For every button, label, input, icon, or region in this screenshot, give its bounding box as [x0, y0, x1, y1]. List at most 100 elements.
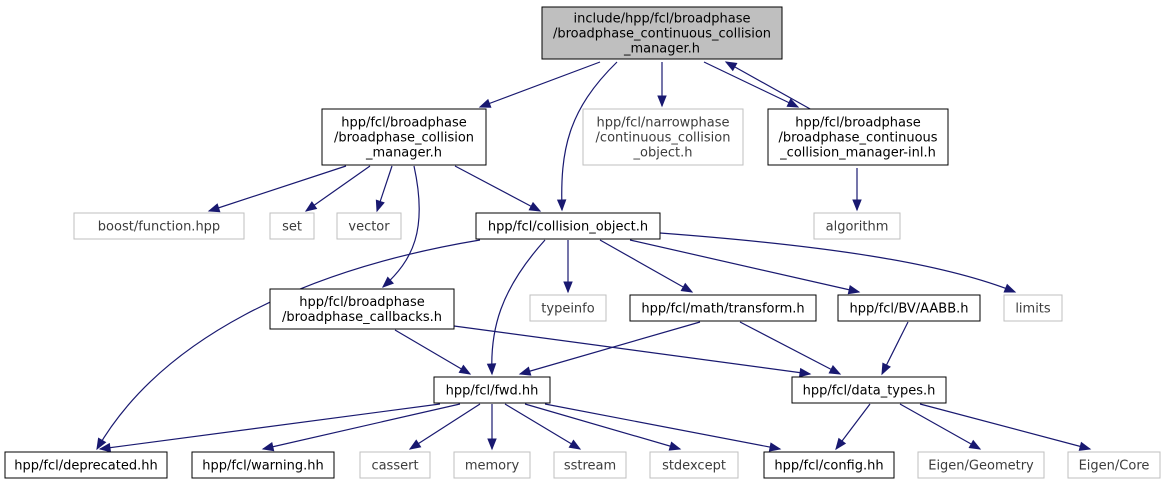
- node-box: [791, 376, 947, 404]
- node-warn[interactable]: hpp/fcl/warning.hh: [191, 451, 335, 479]
- node-label-line: hpp/fcl/fwd.hh: [446, 384, 539, 399]
- edge-line: [599, 239, 693, 293]
- edge-line: [899, 403, 981, 450]
- edge-arrowhead: [798, 367, 812, 378]
- node-label-line: hpp/fcl/broadphase: [341, 116, 467, 131]
- edge-arrowhead: [835, 437, 847, 451]
- edge-arrowhead: [724, 61, 738, 72]
- node-box: [73, 212, 245, 240]
- node-root[interactable]: include/hpp/fcl/broadphase/broadphase_co…: [541, 6, 783, 60]
- node-box: [191, 451, 335, 479]
- edge-arrowhead: [828, 364, 842, 375]
- edge-bccmi-algo: [852, 168, 862, 212]
- node-memory: memory: [453, 451, 531, 479]
- edge-co-mtr: [599, 239, 694, 293]
- node-label-line: hpp/fcl/config.hh: [774, 459, 883, 474]
- node-box: [553, 451, 627, 479]
- edge-root-co: [556, 61, 618, 212]
- edge-line: [919, 403, 1091, 450]
- node-label-line: sstream: [564, 459, 616, 474]
- edge-line: [519, 321, 701, 375]
- node-typeinfo: typeinfo: [529, 294, 607, 322]
- edge-arrowhead: [852, 199, 862, 212]
- node-fwd[interactable]: hpp/fcl/fwd.hh: [433, 376, 551, 404]
- node-stdexcept: stdexcept: [649, 451, 739, 479]
- node-label-line: set: [282, 220, 302, 235]
- edge-arrowhead: [657, 95, 667, 108]
- node-eigeo: Eigen/Geometry: [917, 451, 1045, 479]
- node-box: [763, 451, 895, 479]
- node-label-line: memory: [465, 459, 520, 474]
- node-box: [529, 294, 607, 322]
- edge-fwd-sstream: [504, 403, 582, 450]
- edge-line: [544, 403, 781, 450]
- edge-co-limits: [659, 232, 1017, 293]
- node-box: [649, 451, 739, 479]
- edge-fwd-stdexcept: [524, 403, 682, 451]
- edge-co-typeinfo: [563, 240, 573, 294]
- edge-arrowhead: [458, 364, 472, 375]
- node-bcm[interactable]: hpp/fcl/broadphase/broadphase_collision_…: [321, 108, 487, 166]
- edge-root-bcm: [478, 61, 601, 108]
- node-box: [359, 451, 431, 479]
- node-label-line: /continuous_collision: [596, 131, 731, 146]
- node-box: [541, 6, 783, 60]
- node-box: [433, 376, 551, 404]
- node-label-line: /broadphase_continuous: [778, 131, 937, 146]
- edge-arrowhead: [881, 362, 891, 376]
- node-label-line: limits: [1015, 302, 1051, 317]
- node-label-line: hpp/fcl/data_types.h: [803, 384, 936, 399]
- edge-bcm-bcb: [381, 165, 420, 288]
- node-label-line: stdexcept: [662, 459, 726, 474]
- node-co[interactable]: hpp/fcl/collision_object.h: [475, 212, 661, 240]
- node-label-line: typeinfo: [541, 302, 594, 317]
- node-config[interactable]: hpp/fcl/config.hh: [763, 451, 895, 479]
- node-label-line: hpp/fcl/broadphase: [795, 116, 921, 131]
- edge-arrowhead: [563, 281, 573, 294]
- edge-line: [703, 61, 799, 108]
- node-label-line: hpp/fcl/warning.hh: [202, 459, 324, 474]
- node-box: [629, 294, 817, 322]
- edge-mtr-dt: [739, 321, 842, 375]
- node-label-line: Eigen/Core: [1079, 459, 1150, 474]
- node-label-line: Eigen/Geometry: [928, 459, 1034, 474]
- edge-line: [454, 165, 541, 212]
- edge-arrowhead: [96, 437, 107, 451]
- node-bccmi[interactable]: hpp/fcl/broadphase/broadphase_continuous…: [767, 108, 949, 166]
- node-label-line: /broadphase_collision: [334, 131, 474, 146]
- edge-arrowhead: [487, 438, 497, 451]
- node-mtr[interactable]: hpp/fcl/math/transform.h: [629, 294, 817, 322]
- edge-arrowhead: [556, 199, 567, 212]
- edge-bcb-dt: [453, 325, 812, 378]
- edge-arrowhead: [304, 201, 318, 212]
- node-box: [1067, 451, 1161, 479]
- node-algo: algorithm: [813, 212, 901, 240]
- node-dt[interactable]: hpp/fcl/data_types.h: [791, 376, 947, 404]
- edge-line: [524, 403, 681, 450]
- edge-arrowhead: [847, 285, 861, 295]
- node-aabb[interactable]: hpp/fcl/BV/AABB.h: [837, 294, 981, 322]
- edges-layer: [96, 61, 1092, 453]
- edge-bcm-vector: [375, 165, 393, 213]
- node-dep[interactable]: hpp/fcl/deprecated.hh: [4, 451, 168, 479]
- edge-arrowhead: [680, 282, 694, 293]
- edge-arrowhead: [408, 439, 422, 450]
- node-bcb[interactable]: hpp/fcl/broadphase/broadphase_callbacks.…: [269, 288, 455, 330]
- edge-line: [99, 403, 441, 450]
- node-label-line: vector: [348, 220, 390, 235]
- edge-arrowhead: [1078, 441, 1092, 451]
- edge-co-aabb: [629, 239, 861, 295]
- edge-line: [453, 325, 811, 375]
- edge-line: [208, 165, 347, 212]
- edge-arrowhead: [786, 98, 800, 108]
- node-label-line: hpp/fcl/collision_object.h: [488, 220, 648, 235]
- node-label-line: _manager.h: [365, 146, 442, 161]
- node-box: [837, 294, 981, 322]
- node-limits: limits: [1003, 294, 1063, 322]
- edge-arrowhead: [375, 199, 385, 213]
- edge-line: [561, 61, 618, 211]
- node-cassert: cassert: [359, 451, 431, 479]
- edge-fwd-cassert: [408, 403, 481, 450]
- node-label-line: /broadphase_continuous_collision: [553, 27, 771, 42]
